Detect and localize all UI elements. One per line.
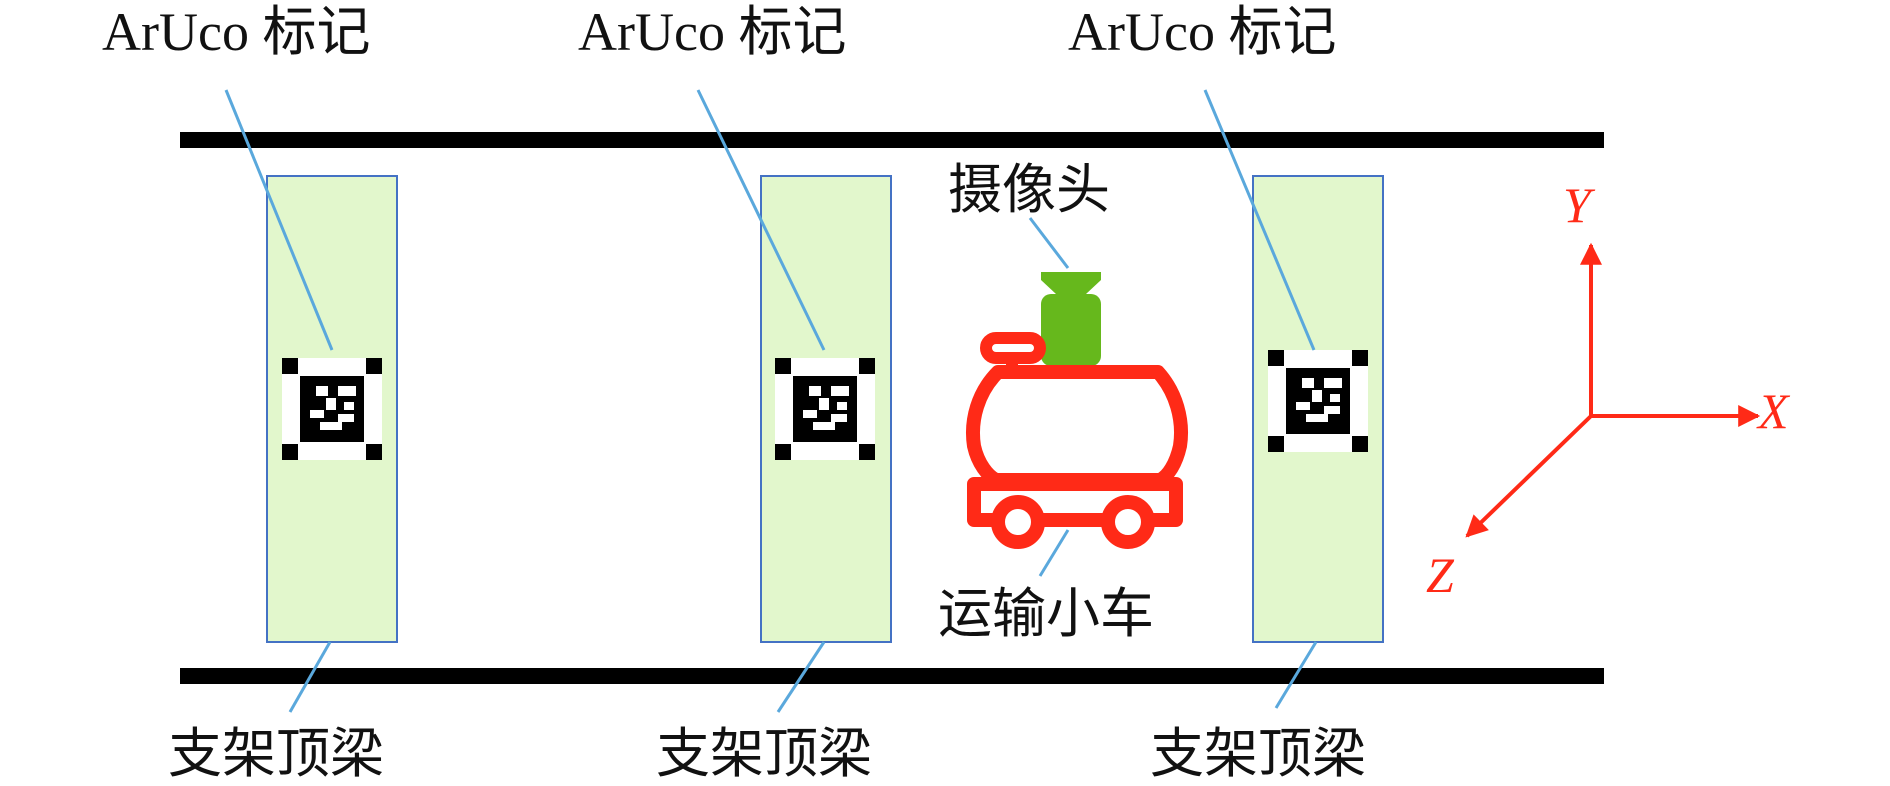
top-rail (180, 132, 1604, 148)
marker-2-leader (696, 89, 826, 351)
beam-label-2: 支架顶梁 (656, 724, 872, 784)
coordinate-axes (1465, 242, 1761, 538)
transport-cart (966, 332, 1188, 549)
marker-label-3: ArUco 标记 (1068, 2, 1336, 62)
camera-leader (1028, 217, 1070, 269)
beam-1-leader (288, 641, 332, 713)
beam-2-leader (776, 641, 826, 713)
y-axis-label: Y (1563, 177, 1596, 233)
camera (1041, 272, 1101, 366)
x-axis-label: X (1756, 383, 1791, 439)
beam-label-3: 支架顶梁 (1150, 724, 1366, 784)
cart-label: 运输小车 (938, 584, 1154, 644)
marker-label-1: ArUco 标记 (102, 2, 370, 62)
aruco-marker-3 (1268, 350, 1368, 452)
beam-label-1: 支架顶梁 (168, 724, 384, 784)
bottom-rail (180, 668, 1604, 684)
marker-3-leader (1203, 89, 1316, 351)
aruco-marker-2 (775, 358, 875, 460)
beam-3-leader (1274, 641, 1318, 709)
z-axis-label: Z (1426, 547, 1455, 603)
marker-1-leader (224, 89, 334, 351)
camera-label: 摄像头 (948, 160, 1110, 220)
aruco-marker-1 (282, 358, 382, 460)
z-axis-arrow (1465, 414, 1593, 538)
marker-label-2: ArUco 标记 (578, 2, 846, 62)
cart-leader (1038, 529, 1070, 577)
